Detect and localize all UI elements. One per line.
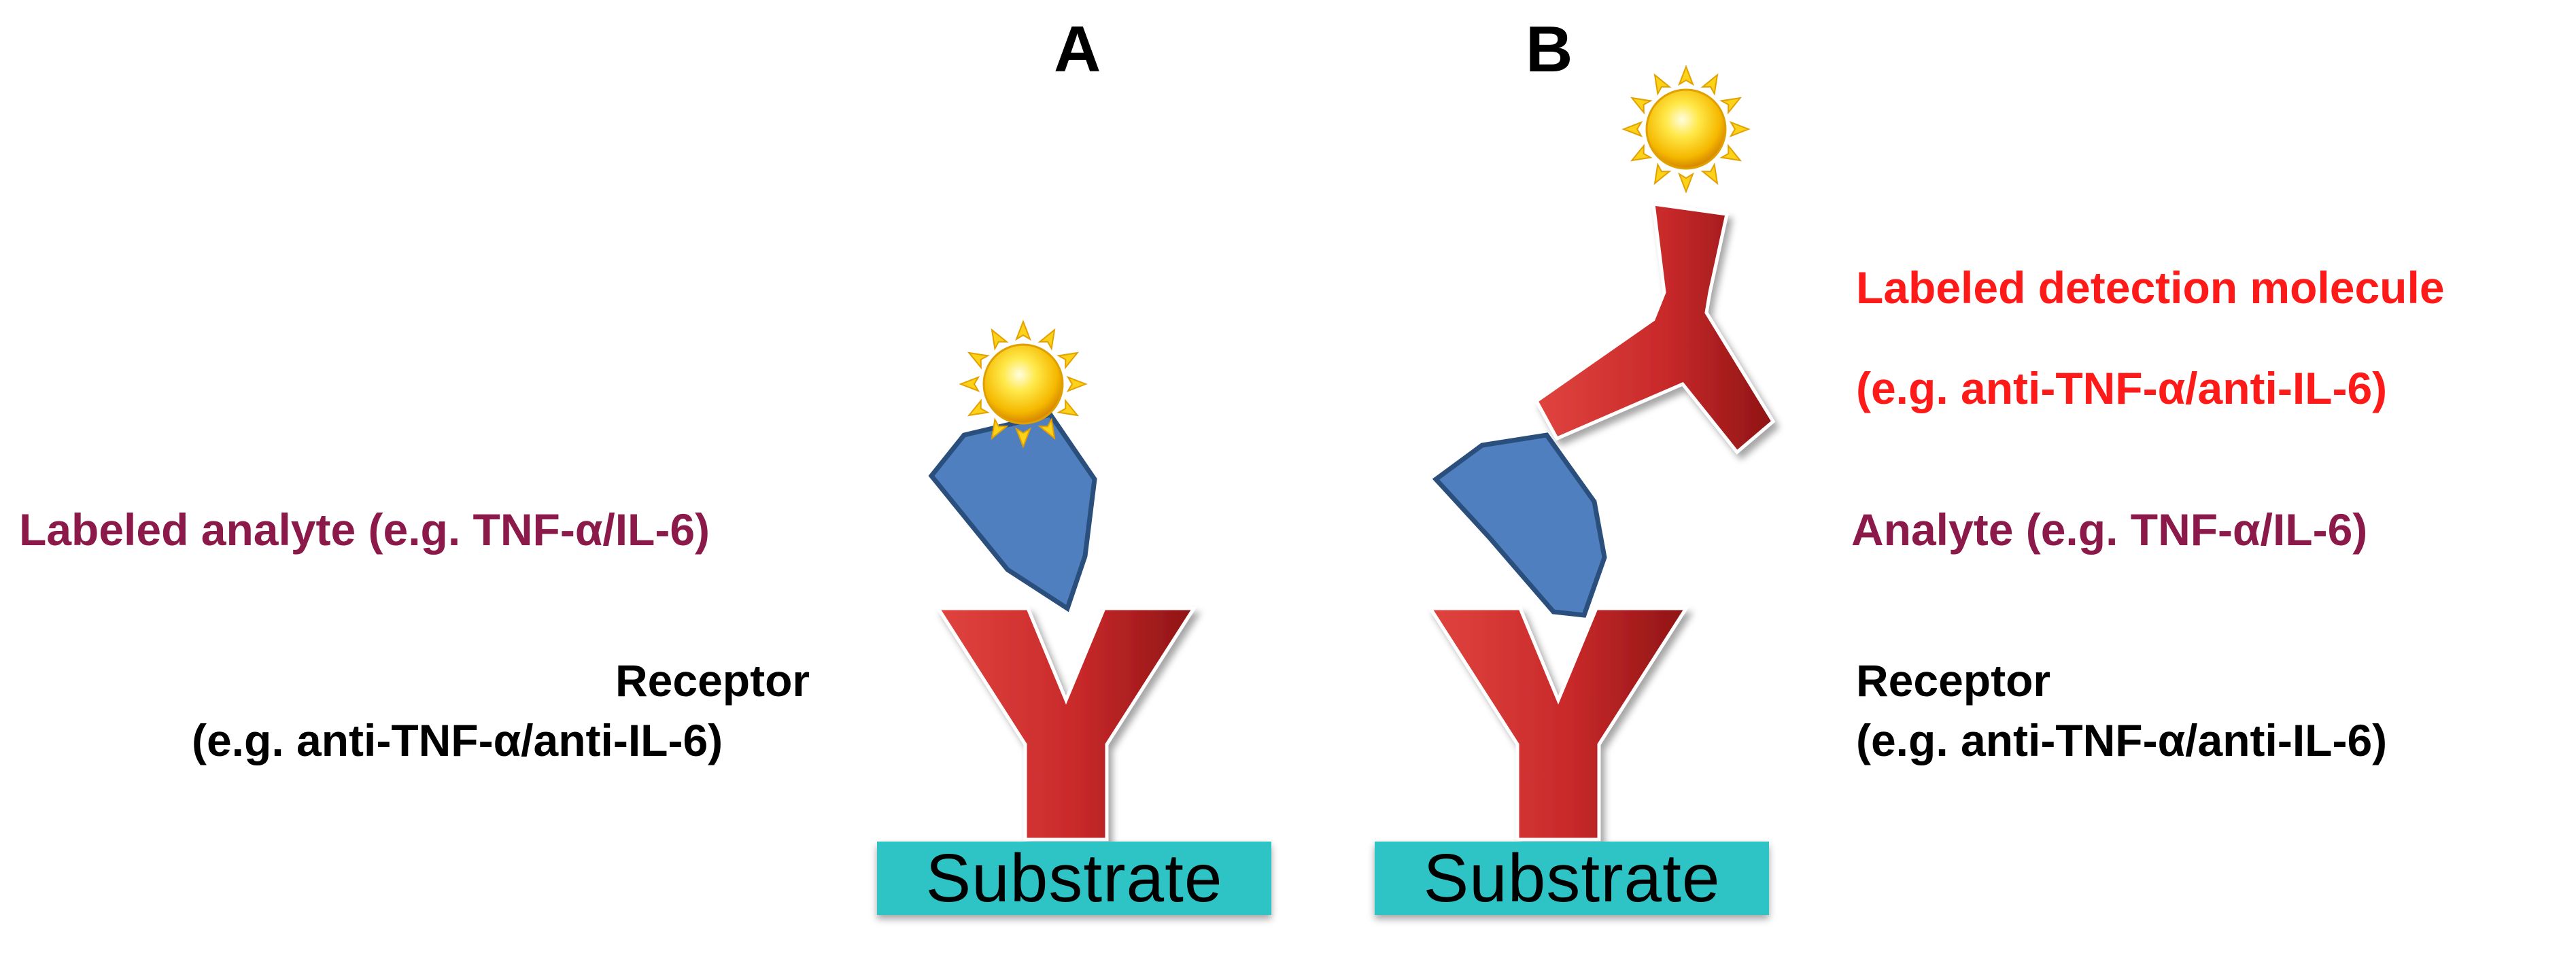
receptor-label-a-line1: Receptor [615, 655, 810, 706]
labeled-analyte-shape-a [928, 412, 1097, 612]
labeled-analyte-label-a: Labeled analyte (e.g. TNF-α/IL-6) [19, 504, 710, 555]
receptor-label-b-line1: Receptor [1856, 655, 2051, 706]
detection-molecule-label-line2: (e.g. anti-TNF-α/anti-IL-6) [1856, 363, 2388, 413]
receptor-label-b-line2: (e.g. anti-TNF-α/anti-IL-6) [1856, 715, 2388, 765]
analyte-label-b: Analyte (e.g. TNF-α/IL-6) [1851, 504, 2368, 555]
receptor-antibody-b [1427, 606, 1689, 842]
panel-b-letter: B [1526, 13, 1573, 86]
substrate-a-label: Substrate [925, 840, 1223, 916]
substrate-b-label: Substrate [1423, 840, 1721, 916]
panel-a-letter: A [1054, 13, 1101, 86]
substrate-b: Substrate [1375, 840, 1769, 916]
detection-antibody-b [1534, 202, 1776, 455]
receptor-antibody-a [935, 606, 1197, 842]
sun-icon [1623, 66, 1749, 192]
substrate-a: Substrate [877, 840, 1271, 916]
detection-molecule-label-line1: Labeled detection molecule [1856, 262, 2445, 313]
sun-icon [960, 321, 1086, 447]
analyte-shape-b [1432, 432, 1607, 618]
receptor-label-a-line2: (e.g. anti-TNF-α/anti-IL-6) [192, 715, 723, 765]
